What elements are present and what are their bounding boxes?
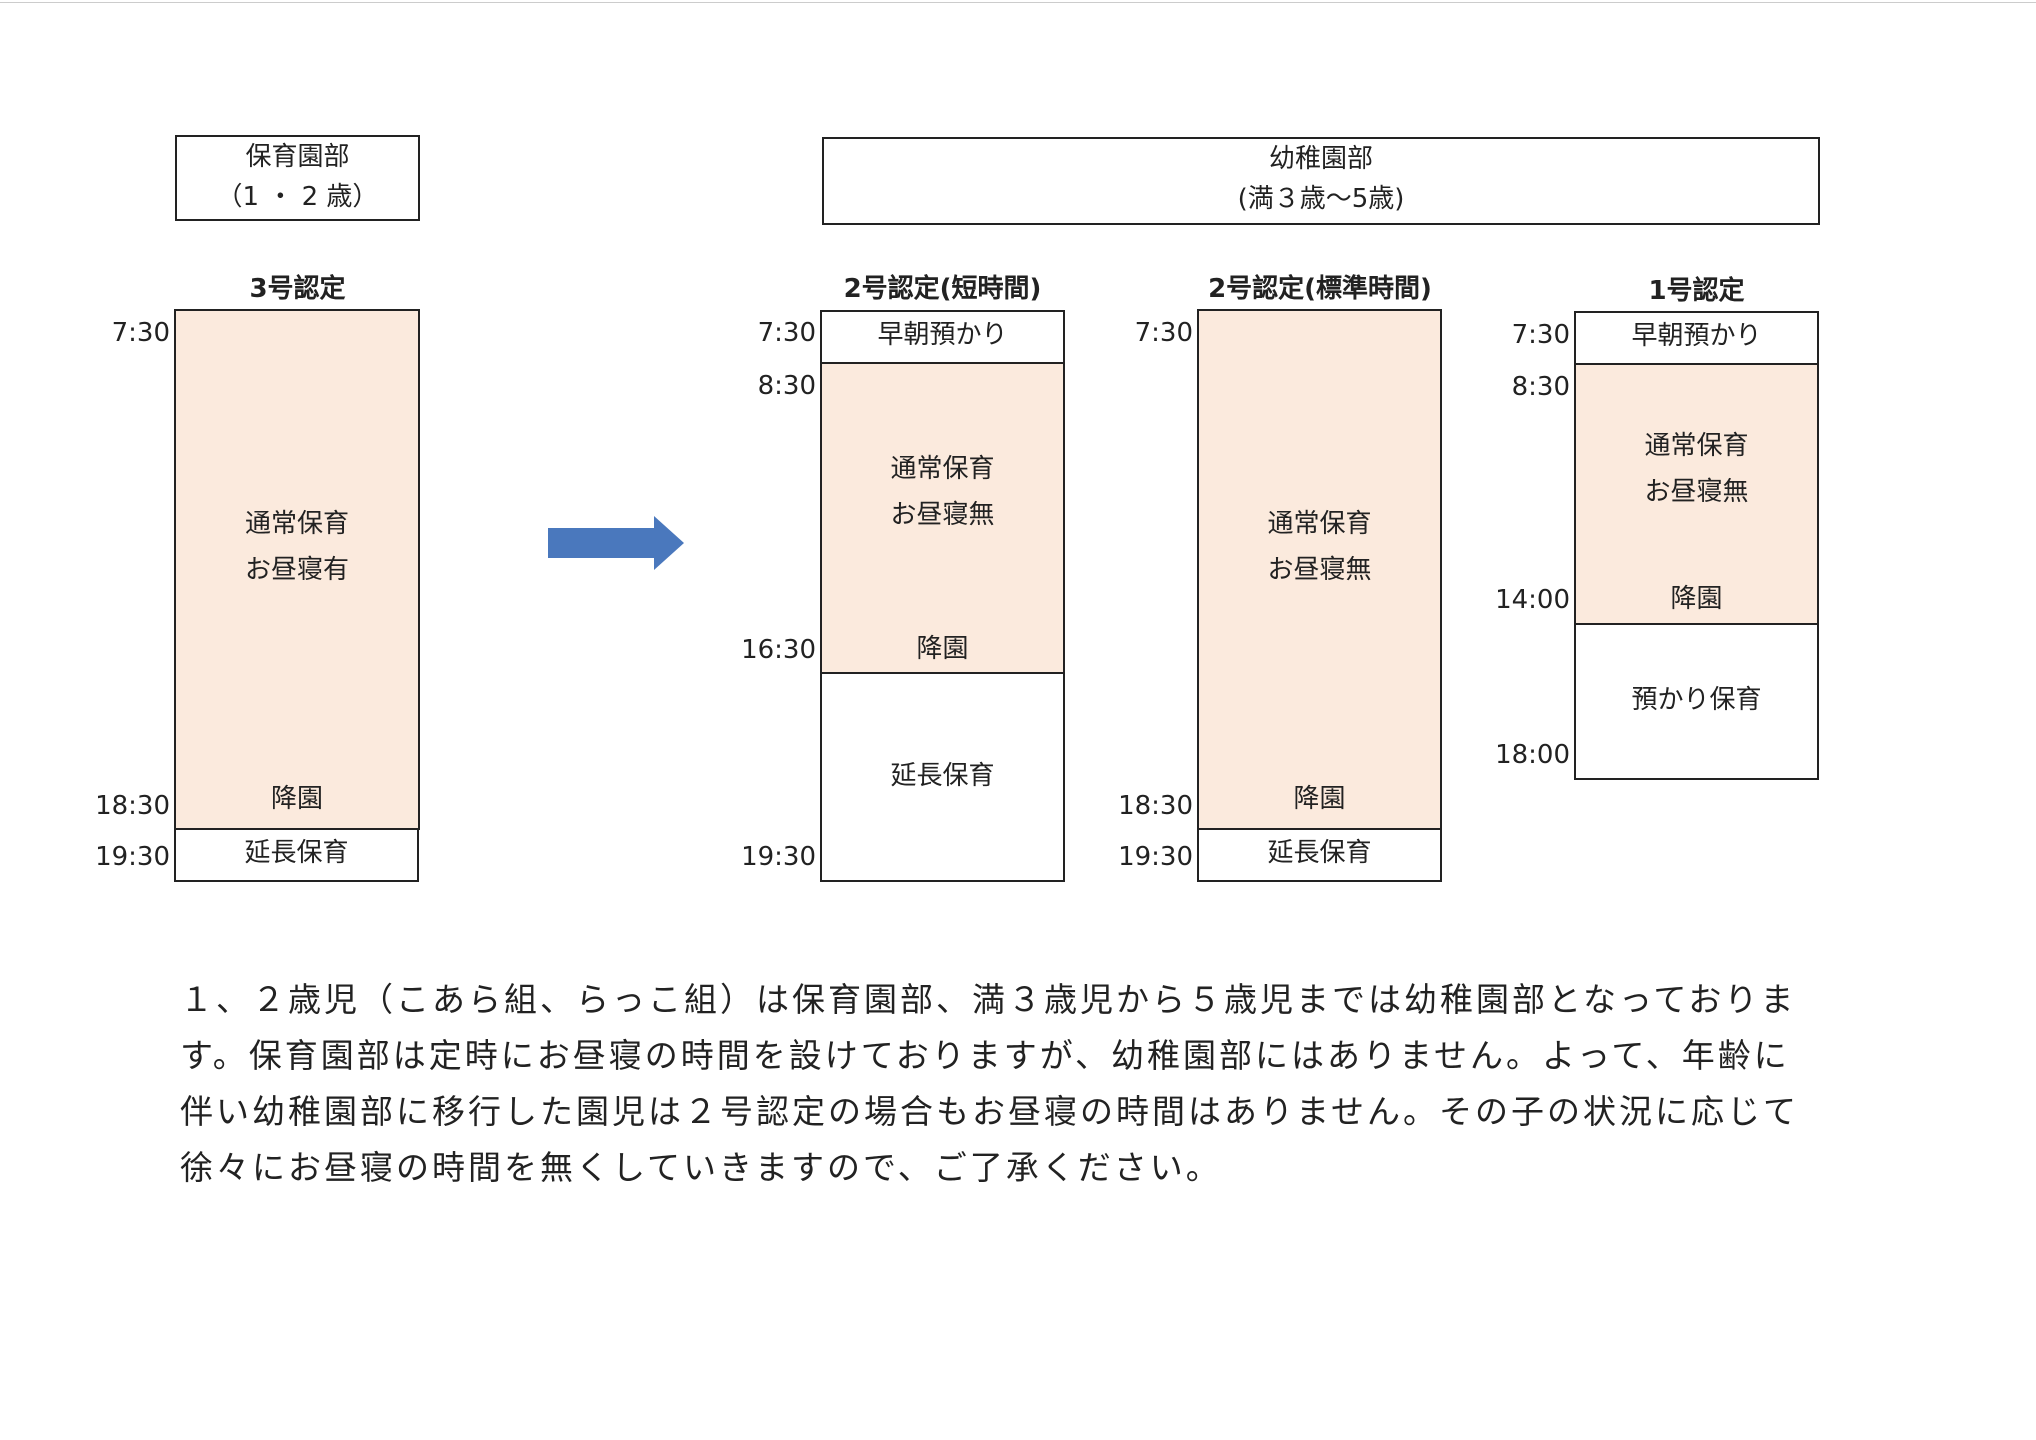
col2s-early-label: 早朝預かり — [877, 320, 1008, 350]
hoiku-subtitle: （1 ・ 2 歳） — [216, 182, 379, 212]
col1-extension-block: 預かり保育 — [1574, 623, 1819, 780]
col2n-header: 2号認定(標準時間) — [1208, 274, 1432, 304]
youchi-subtitle: (満３歳〜5歳) — [1237, 184, 1405, 214]
col1-early-label: 早朝預かり — [1631, 321, 1762, 351]
col2n-exit-label: 降園 — [1293, 784, 1346, 814]
col3-extension-label: 延長保育 — [244, 838, 349, 868]
col2s-time-1930: 19:30 — [741, 842, 816, 872]
col2n-time-1830: 18:30 — [1118, 791, 1193, 821]
col1-time-1400: 14:00 — [1495, 585, 1570, 615]
col1-main-line2: お昼寝無 — [1644, 477, 1749, 507]
col1-main-line1: 通常保育 — [1644, 431, 1749, 461]
col1-exit-label: 降園 — [1670, 584, 1723, 614]
col2s-time-1630: 16:30 — [741, 635, 816, 665]
col2s-early-block: 早朝預かり — [820, 310, 1065, 364]
col2s-time-0730: 7:30 — [757, 318, 816, 348]
col2s-extension-block: 延長保育 — [820, 672, 1065, 882]
hoiku-header-box: 保育園部 （1 ・ 2 歳） — [175, 135, 420, 221]
col2n-main-block: 通常保育 お昼寝無 降園 — [1197, 309, 1442, 830]
col1-header: 1号認定 — [1648, 276, 1745, 306]
col3-time-1830: 18:30 — [95, 791, 170, 821]
col2n-time-0730: 7:30 — [1134, 318, 1193, 348]
col1-main-block: 通常保育 お昼寝無 降園 — [1574, 363, 1819, 625]
col1-early-block: 早朝預かり — [1574, 311, 1819, 365]
col2s-extension-label: 延長保育 — [890, 761, 995, 791]
col1-time-0830: 8:30 — [1511, 372, 1570, 402]
explanation-paragraph: １、２歳児（こあら組、らっこ組）は保育園部、満３歳児から５歳児までは幼稚園部とな… — [180, 980, 1800, 1187]
col2n-time-1930: 19:30 — [1118, 842, 1193, 872]
hoiku-title: 保育園部 — [245, 142, 350, 172]
col3-main-line1: 通常保育 — [244, 509, 349, 539]
col2n-main-line1: 通常保育 — [1267, 509, 1372, 539]
col2s-main-line1: 通常保育 — [890, 454, 995, 484]
col3-exit-label: 降園 — [270, 784, 323, 814]
arrow-right-icon — [548, 516, 684, 570]
col1-time-0730: 7:30 — [1511, 320, 1570, 350]
col1-time-1800: 18:00 — [1495, 740, 1570, 770]
col2s-main-block: 通常保育 お昼寝無 降園 — [820, 362, 1065, 674]
col3-main-line2: お昼寝有 — [244, 555, 349, 585]
col2s-header: 2号認定(短時間) — [843, 274, 1042, 304]
col2s-exit-label: 降園 — [916, 634, 969, 664]
col3-time-1930: 19:30 — [95, 842, 170, 872]
col3-main-block: 通常保育 お昼寝有 降園 — [174, 309, 420, 830]
youchi-title: 幼稚園部 — [1268, 144, 1373, 174]
top-rule — [0, 2, 2036, 3]
youchi-header-box: 幼稚園部 (満３歳〜5歳) — [822, 137, 1820, 225]
col2s-main-line2: お昼寝無 — [890, 500, 995, 530]
col3-header: 3号認定 — [249, 274, 346, 304]
col3-time-0730: 7:30 — [111, 318, 170, 348]
col1-extension-label: 預かり保育 — [1631, 685, 1762, 715]
col2n-extension-label: 延長保育 — [1267, 838, 1372, 868]
col2n-extension-block: 延長保育 — [1197, 828, 1442, 882]
col2s-time-0830: 8:30 — [757, 371, 816, 401]
col2n-main-line2: お昼寝無 — [1267, 555, 1372, 585]
col3-extension-block: 延長保育 — [174, 828, 419, 882]
